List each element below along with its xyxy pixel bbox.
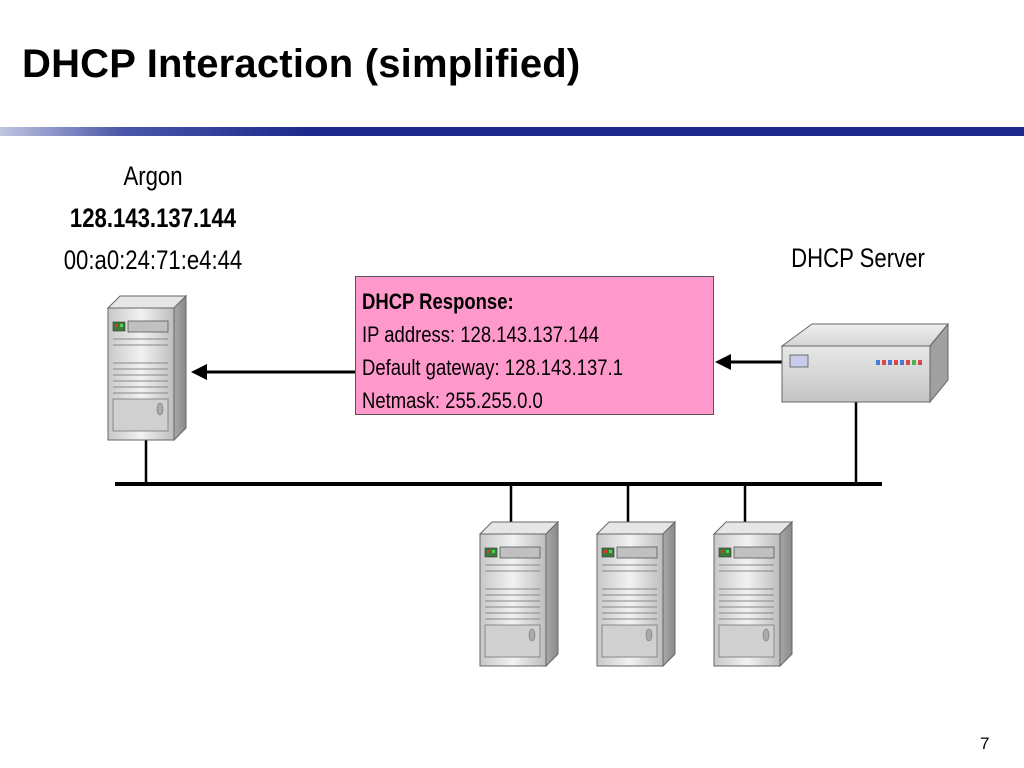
dhcp-response-box: DHCP Response: IP address: 128.143.137.1… <box>355 276 714 415</box>
network-switch-icon <box>780 322 950 404</box>
response-line-ip: IP address: 128.143.137.144 <box>362 322 600 347</box>
page-title: DHCP Interaction (simplified) <box>22 42 581 86</box>
response-heading: DHCP Response: <box>362 289 514 314</box>
server-tower-icon <box>713 521 793 667</box>
server-tower-icon <box>596 521 676 667</box>
title-divider <box>0 127 1024 136</box>
dhcp-server-label: DHCP Server <box>791 243 925 273</box>
client-label: Argon 128.143.137.144 00:a0:24:71:e4:44 <box>60 155 245 281</box>
server-tower-icon <box>479 521 559 667</box>
response-line-netmask: Netmask: 255.255.0.0 <box>362 388 543 413</box>
response-arrow-to-client <box>191 364 355 380</box>
client-ip: 128.143.137.144 <box>69 203 237 233</box>
page-number: 7 <box>980 734 990 753</box>
response-line-gateway: Default gateway: 128.143.137.1 <box>362 355 623 380</box>
client-mac: 00:a0:24:71:e4:44 <box>63 245 243 275</box>
client-name: Argon <box>123 161 183 191</box>
server-tower-icon <box>107 295 187 441</box>
response-arrow-from-server <box>715 354 782 370</box>
